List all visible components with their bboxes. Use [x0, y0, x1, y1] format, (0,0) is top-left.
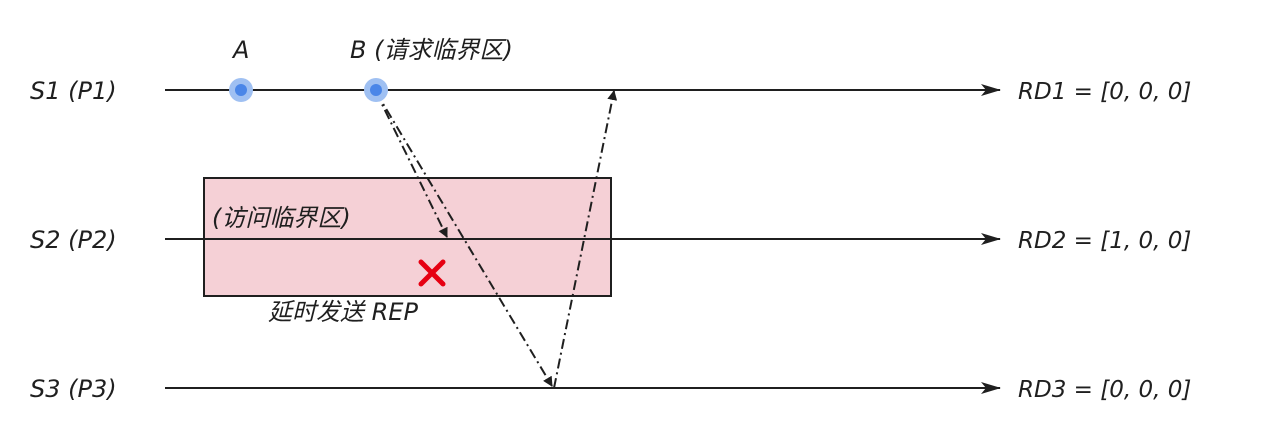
request-message-to-s2: [375, 91, 448, 238]
critical-section-label: (访问临界区): [212, 204, 351, 232]
critical-section-box: [203, 177, 612, 297]
event-b-label: B (请求临界区): [350, 36, 513, 64]
event-a-label: A: [231, 36, 249, 64]
event-b-dot: [364, 78, 388, 102]
process-label-s1: S1 (P1): [30, 77, 117, 105]
rd-vector-s2: RD2 = [1, 0, 0]: [1018, 228, 1191, 254]
process-label-s3: S3 (P3): [30, 375, 117, 403]
event-a-dot: [229, 78, 253, 102]
delayed-reply-cross-icon: [418, 259, 446, 287]
delay-note: 延时发送 REP: [268, 298, 418, 326]
process-label-s2: S2 (P2): [30, 226, 117, 254]
request-message-to-s3: [375, 91, 553, 387]
rd-vector-s3: RD3 = [0, 0, 0]: [1018, 377, 1191, 403]
rd-vector-s1: RD1 = [0, 0, 0]: [1018, 79, 1191, 105]
